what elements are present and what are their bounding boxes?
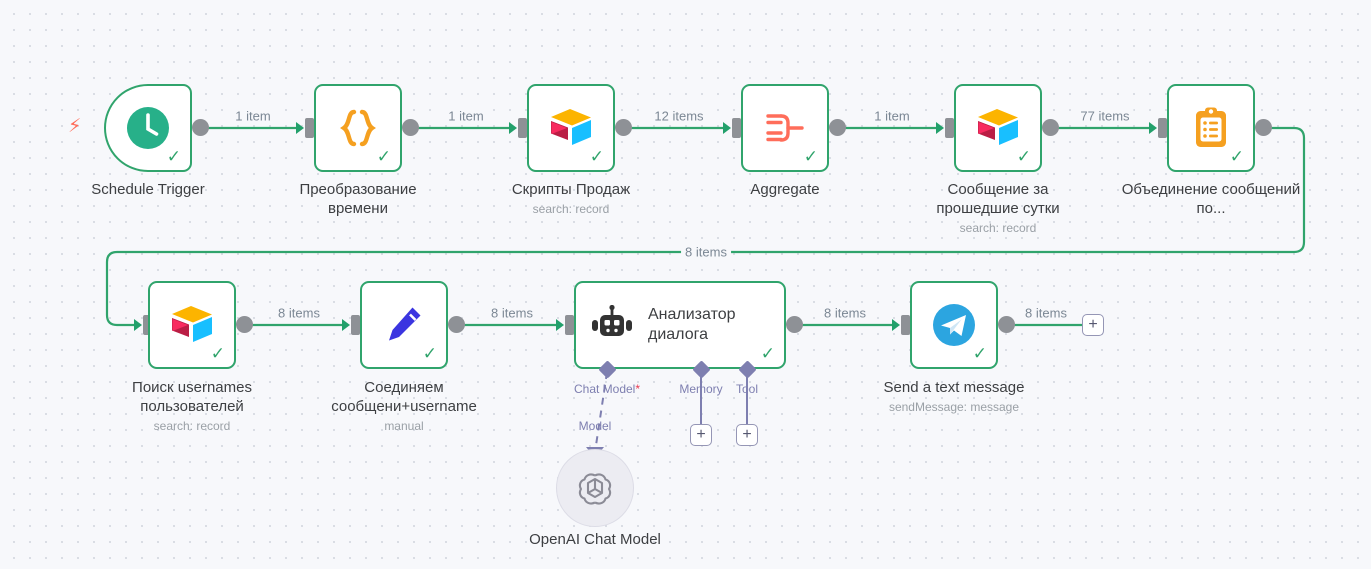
input-port-obedinenie-soobshchenij[interactable] <box>1158 118 1167 138</box>
node-skripty-prodazh[interactable]: ✓ <box>527 84 615 172</box>
input-arrow-soobshchenie-za-sutki <box>936 122 944 134</box>
input-arrow-skripty-prodazh <box>509 122 517 134</box>
node-label-analizator-dialoga: Анализатор диалога <box>648 306 736 343</box>
sub-edge-label-model: Model <box>578 419 612 433</box>
node-analizator-dialoga[interactable]: Анализатор диалога ✓ <box>574 281 786 369</box>
output-port-schedule-trigger[interactable] <box>192 119 209 136</box>
input-port-preobrazovanie-vremeni[interactable] <box>305 118 314 138</box>
status-check-icon: ✓ <box>166 147 181 166</box>
pencil-icon <box>389 307 421 341</box>
status-check-icon: ✓ <box>376 147 391 166</box>
airtable-icon <box>551 109 591 145</box>
input-arrow-aggregate <box>723 122 731 134</box>
edge-label-10: 8 items <box>1021 305 1071 321</box>
output-port-poisk-usernames[interactable] <box>236 316 253 333</box>
input-port-skripty-prodazh[interactable] <box>518 118 527 138</box>
status-check-icon: ✓ <box>210 344 225 363</box>
node-label-preobrazovanie-vremeni: Преобразование времени <box>299 181 417 218</box>
trigger-bolt-icon: ⚡ <box>68 116 82 137</box>
add-memory-button[interactable]: + <box>690 424 712 446</box>
status-check-icon: ✓ <box>803 147 818 166</box>
status-check-icon: ✓ <box>972 344 987 363</box>
node-label-soobshchenie-za-sutki: Сообщение за прошедшие сутки search: rec… <box>936 181 1060 236</box>
node-label-schedule-trigger: Schedule Trigger <box>91 181 205 198</box>
status-check-icon: ✓ <box>1229 147 1244 166</box>
edge-label-9: 8 items <box>820 305 870 321</box>
required-asterisk: * <box>635 382 641 396</box>
clock-icon <box>127 107 169 149</box>
node-openai-chat-model[interactable] <box>556 449 634 527</box>
node-soedinyaem-soobshcheni[interactable]: ✓ <box>360 281 448 369</box>
code-braces-icon <box>340 109 376 147</box>
openai-icon <box>578 473 612 505</box>
add-next-node-button[interactable]: + <box>1082 314 1104 336</box>
input-port-send-a-text-message[interactable] <box>901 315 910 335</box>
sub-port-label-tool: Tool <box>735 382 759 396</box>
output-port-aggregate[interactable] <box>829 119 846 136</box>
node-soobshchenie-za-sutki[interactable]: ✓ <box>954 84 1042 172</box>
input-port-soedinyaem-soobshcheni[interactable] <box>351 315 360 335</box>
output-port-soobshchenie-za-sutki[interactable] <box>1042 119 1059 136</box>
aggregate-icon <box>766 114 804 142</box>
add-tool-button[interactable]: + <box>736 424 758 446</box>
node-label-openai-chat-model: OpenAI Chat Model <box>529 531 661 548</box>
output-port-soedinyaem-soobshcheni[interactable] <box>448 316 465 333</box>
output-port-analizator-dialoga[interactable] <box>786 316 803 333</box>
edge-label-3: 12 items <box>650 108 708 124</box>
status-check-icon: ✓ <box>422 344 437 363</box>
node-aggregate[interactable]: ✓ <box>741 84 829 172</box>
edge-label-4: 1 item <box>870 108 914 124</box>
edge-label-7: 8 items <box>274 305 324 321</box>
telegram-icon <box>933 304 975 346</box>
sub-port-label-memory: Memory <box>679 382 723 396</box>
output-port-skripty-prodazh[interactable] <box>615 119 632 136</box>
output-port-preobrazovanie-vremeni[interactable] <box>402 119 419 136</box>
edge-label-6: 8 items <box>681 244 731 260</box>
node-poisk-usernames[interactable]: ✓ <box>148 281 236 369</box>
input-arrow-preobrazovanie-vremeni <box>296 122 304 134</box>
edge-label-8: 8 items <box>487 305 537 321</box>
edge-label-1: 1 item <box>231 108 275 124</box>
node-label-skripty-prodazh: Скрипты Продаж search: record <box>511 181 631 217</box>
clipboard-list-icon <box>1196 107 1226 147</box>
status-check-icon: ✓ <box>1016 147 1031 166</box>
input-arrow-obedinenie-soobshchenij <box>1149 122 1157 134</box>
input-arrow-analizator-dialoga <box>556 319 564 331</box>
input-arrow-soedinyaem-soobshcheni <box>342 319 350 331</box>
node-schedule-trigger[interactable]: ✓ <box>104 84 192 172</box>
robot-icon <box>592 305 632 336</box>
node-label-poisk-usernames: Поиск usernames пользователей search: re… <box>132 379 252 434</box>
node-label-send-a-text-message: Send a text message sendMessage: message <box>883 379 1025 415</box>
edge-label-2: 1 item <box>444 108 488 124</box>
input-port-aggregate[interactable] <box>732 118 741 138</box>
sub-port-label-chat-model: Chat Model* <box>573 382 641 396</box>
edge-label-5: 77 items <box>1076 108 1134 124</box>
output-port-send-a-text-message[interactable] <box>998 316 1015 333</box>
input-port-soobshchenie-za-sutki[interactable] <box>945 118 954 138</box>
node-label-obedinenie-soobshchenij: Объединение сообщений по... <box>1121 181 1301 218</box>
input-port-analizator-dialoga[interactable] <box>565 315 574 335</box>
airtable-icon <box>172 306 212 342</box>
node-obedinenie-soobshchenij[interactable]: ✓ <box>1167 84 1255 172</box>
status-check-icon: ✓ <box>760 344 775 363</box>
node-send-a-text-message[interactable]: ✓ <box>910 281 998 369</box>
node-preobrazovanie-vremeni[interactable]: ✓ <box>314 84 402 172</box>
node-label-aggregate: Aggregate <box>750 181 820 198</box>
status-check-icon: ✓ <box>589 147 604 166</box>
airtable-icon <box>978 109 1018 145</box>
input-port-poisk-usernames[interactable] <box>143 315 152 335</box>
node-label-soedinyaem-soobshcheni: Соединяем сообщени+username manual <box>331 379 477 434</box>
input-arrow-poisk-usernames <box>134 319 142 331</box>
input-arrow-send-a-text-message <box>892 319 900 331</box>
output-port-obedinenie-soobshchenij[interactable] <box>1255 119 1272 136</box>
